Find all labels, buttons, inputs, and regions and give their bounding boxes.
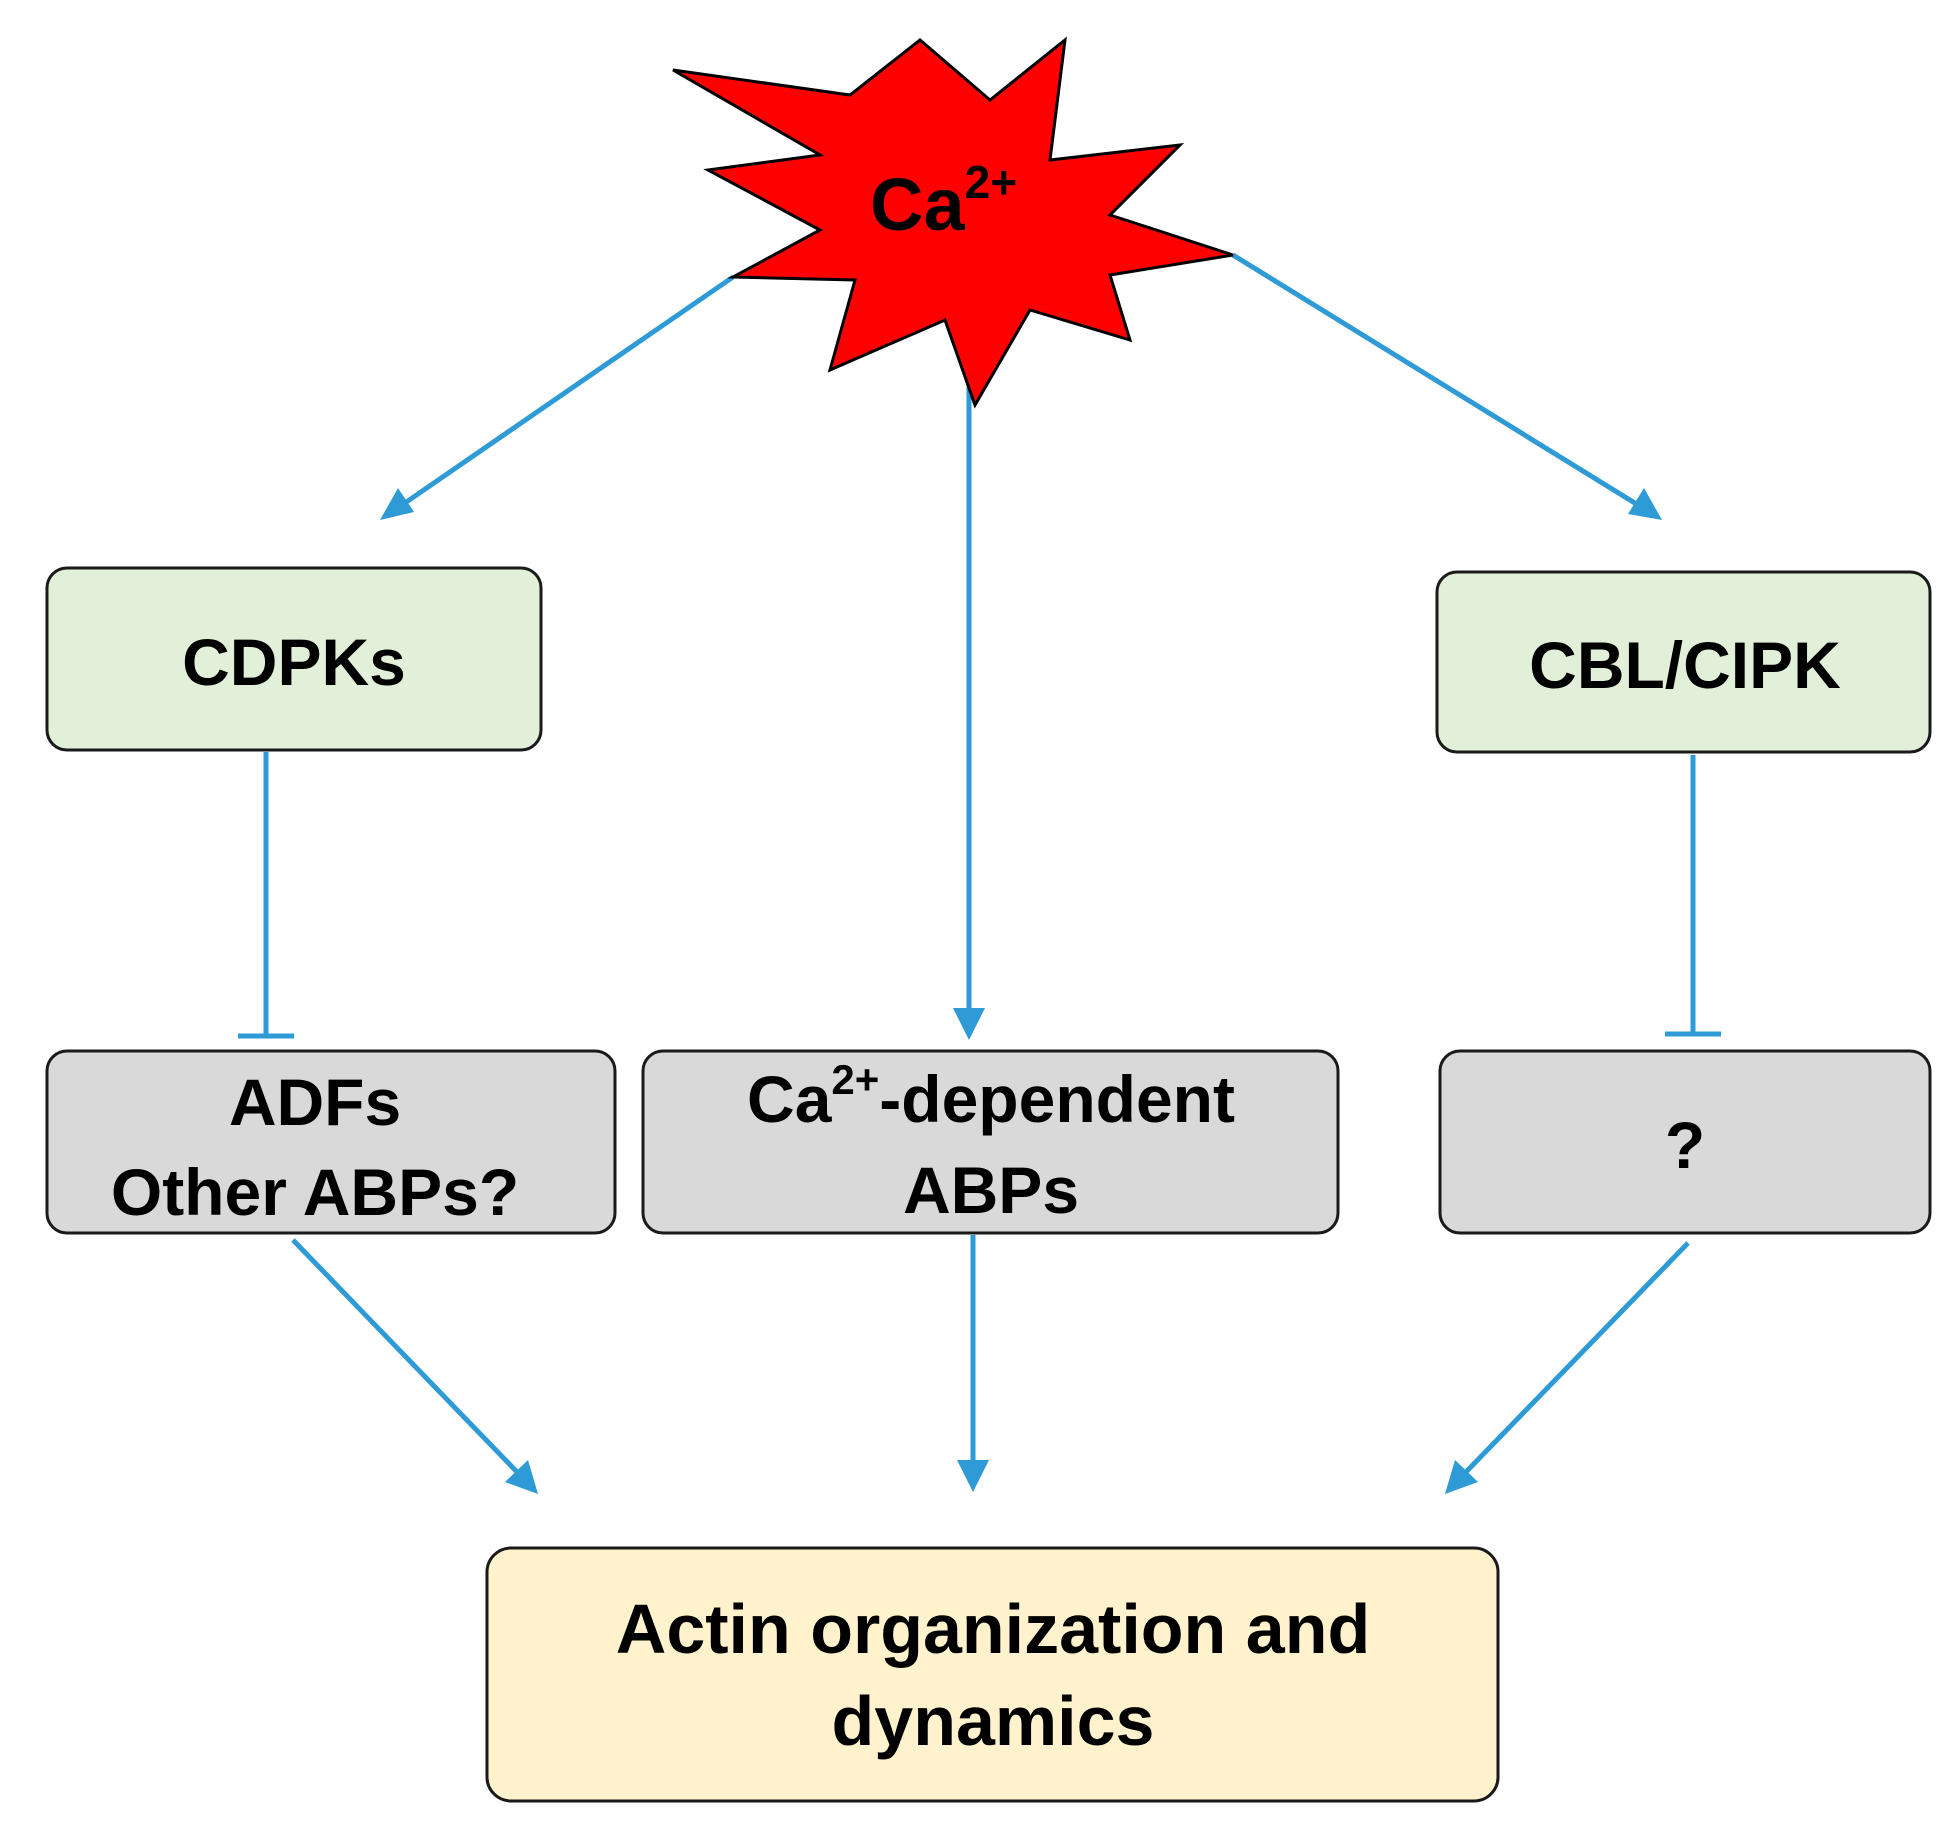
node-ca-dependent-abps-main: Ca bbox=[747, 1062, 833, 1136]
node-actin-line2: dynamics bbox=[832, 1682, 1155, 1760]
edge-ca-to-cdpks bbox=[400, 274, 735, 508]
node-cdpks: CDPKs bbox=[45, 566, 543, 752]
node-actin: Actin organization and dynamics bbox=[485, 1546, 1500, 1803]
edge-ca-to-cdpks-arrowhead bbox=[380, 488, 414, 520]
node-cbl-cipk-label: CBL/CIPK bbox=[1529, 628, 1841, 702]
node-ca-dependent-abps-line2: ABPs bbox=[903, 1153, 1079, 1227]
source-label: Ca2+ bbox=[870, 156, 1017, 246]
node-cbl-cipk: CBL/CIPK bbox=[1435, 570, 1932, 754]
node-adfs-line1: ADFs bbox=[229, 1065, 401, 1139]
edge-adfs-to-actin bbox=[291, 1238, 520, 1475]
edge-ca-to-cbl bbox=[1231, 252, 1640, 508]
edge-adfs-to-actin-arrowhead bbox=[505, 1460, 538, 1494]
starburst-shape bbox=[672, 36, 1234, 409]
node-adfs-box bbox=[45, 1049, 617, 1235]
node-cbl-cipk-box bbox=[1435, 570, 1932, 754]
edges bbox=[238, 252, 1721, 1494]
calcium-source: Ca2+ bbox=[672, 36, 1234, 409]
edge-ca-to-ca-abps-arrowhead bbox=[953, 1008, 985, 1040]
node-adfs-line2: Other ABPs? bbox=[111, 1155, 519, 1229]
node-unknown-label: ? bbox=[1665, 1108, 1705, 1182]
edge-unknown-to-actin bbox=[1463, 1241, 1690, 1475]
node-actin-box bbox=[485, 1546, 1500, 1803]
node-actin-line1: Actin organization and bbox=[616, 1590, 1370, 1668]
edge-ca-to-cbl-arrowhead bbox=[1628, 488, 1662, 520]
node-ca-dependent-abps: Ca2+-dependent ABPs bbox=[641, 1049, 1340, 1235]
node-ca-dependent-abps-line1: Ca2+-dependent bbox=[747, 1056, 1235, 1136]
node-unknown-box bbox=[1438, 1049, 1932, 1235]
node-adfs: ADFs Other ABPs? bbox=[45, 1049, 617, 1235]
edge-unknown-to-actin-arrowhead bbox=[1445, 1460, 1478, 1494]
node-unknown: ? bbox=[1438, 1049, 1932, 1235]
node-cdpks-label: CDPKs bbox=[182, 625, 406, 699]
node-cdpks-box bbox=[45, 566, 543, 752]
node-ca-dependent-abps-sup: 2+ bbox=[831, 1056, 879, 1103]
source-label-main: Ca bbox=[870, 163, 965, 246]
source-label-sup: 2+ bbox=[965, 156, 1017, 208]
node-ca-dependent-abps-box bbox=[641, 1049, 1340, 1235]
edge-ca-abps-to-actin-arrowhead bbox=[957, 1460, 989, 1492]
node-ca-dependent-abps-rest: -dependent bbox=[879, 1062, 1235, 1136]
